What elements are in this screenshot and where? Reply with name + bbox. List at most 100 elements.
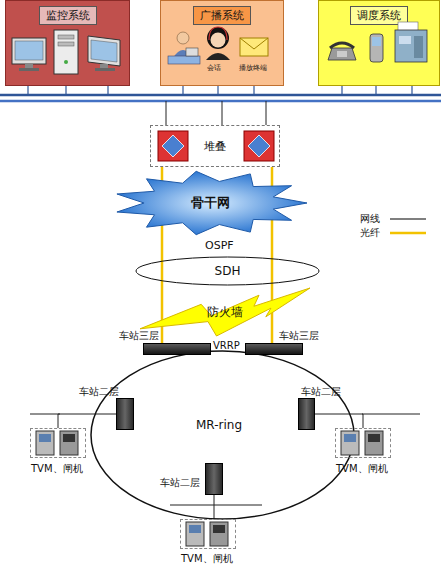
legend-sample — [390, 232, 426, 235]
stack-wire — [266, 101, 267, 125]
computer-tower-icon — [54, 30, 78, 74]
tvm-gate-icon — [210, 522, 228, 546]
monitor-icon — [12, 38, 46, 64]
drop-wire — [27, 86, 28, 95]
system-box: 调度系统 — [318, 0, 440, 86]
tvm-gate-icon — [63, 434, 75, 442]
firewall-bolt: 防火墙 — [140, 288, 310, 336]
node-label: TVM、闸机 — [336, 462, 388, 476]
envelope-icon — [240, 38, 268, 56]
drop-wire — [182, 86, 183, 95]
headset-person-icon — [206, 53, 230, 60]
tvm-group: TVM、闸机 — [335, 428, 391, 458]
operator-icon — [168, 56, 200, 64]
tvm-gate-icon — [189, 525, 201, 533]
drop-wire — [65, 86, 66, 95]
telephone-icon — [328, 43, 356, 60]
system-title: 广播系统 — [193, 6, 251, 25]
legend-text: 网线 — [360, 213, 380, 224]
envelope-icon — [240, 38, 268, 56]
node-label: 防火墙 — [207, 304, 243, 321]
operator-icon — [177, 32, 189, 44]
drop-wire — [217, 86, 218, 95]
legend-sample — [390, 219, 426, 233]
operator-icon — [186, 48, 198, 56]
tvm-group: TVM、闸机 — [30, 428, 86, 458]
node-label: 堆叠 — [204, 139, 226, 154]
drop-wire — [341, 86, 342, 95]
computer-tower-icon — [64, 60, 68, 64]
monitor-icon — [100, 64, 108, 68]
monitor-icon — [19, 68, 39, 71]
monitor-icon — [91, 40, 117, 62]
node-label: TVM、闸机 — [181, 552, 233, 565]
legend-entry: 光纤 — [360, 226, 380, 240]
tvm-gate-icon — [39, 434, 51, 442]
legend-entry: 网线 — [360, 212, 380, 226]
tvm-gate-icon — [341, 431, 359, 455]
envelope-icon — [240, 38, 268, 49]
free-label: 播放终端 — [239, 63, 267, 73]
tvm-gate-icon — [36, 431, 383, 546]
tvm-gate-icon — [36, 431, 54, 455]
cable-link — [214, 495, 215, 519]
cable-link — [58, 414, 116, 428]
l3-switch: 车站三层 — [143, 343, 211, 355]
ellipse-shape — [91, 351, 354, 519]
system-title: 监控系统 — [39, 6, 97, 25]
monitor-icon — [88, 36, 120, 66]
node-label: 车站二层 — [79, 385, 119, 399]
tvm-gate-icon — [186, 522, 204, 546]
telephone-icon — [328, 48, 356, 60]
system-box: 监控系统 — [5, 0, 130, 86]
l2-switch: 车站二层 — [298, 398, 315, 430]
branch-wire — [170, 505, 262, 506]
fax-icon — [414, 36, 423, 58]
stack-group: 堆叠 — [150, 125, 280, 167]
core-switch-icon — [244, 131, 274, 161]
mobile-phone-icon — [372, 37, 381, 46]
computer-tower-icon — [58, 42, 74, 46]
computer-tower-icon — [54, 30, 78, 74]
core-switch-icon — [158, 131, 188, 161]
monitor-icon — [12, 38, 46, 71]
system-box: 广播系统 — [160, 0, 284, 86]
backbone-cloud: 骨干网 — [112, 170, 308, 236]
free-label: OSPF — [205, 239, 234, 252]
node-label: 车站三层 — [279, 329, 319, 343]
core-switch-icon — [162, 135, 184, 157]
drop-wire — [375, 86, 376, 95]
stack-wire — [166, 101, 266, 125]
mobile-phone-icon — [370, 34, 383, 62]
operator-icon — [173, 50, 193, 58]
headset-person-icon — [207, 27, 229, 49]
monitor-icon — [88, 36, 120, 71]
tvm-gate-icon — [365, 431, 383, 455]
node-label: 车站二层 — [301, 385, 341, 399]
node-label: 骨干网 — [191, 194, 230, 212]
mobile-phone-icon — [370, 34, 383, 62]
headset-person-icon — [211, 33, 226, 48]
stack-wire — [222, 101, 223, 125]
cloud-shape — [117, 171, 307, 234]
headset-person-icon — [206, 27, 230, 60]
node-label: SDH — [215, 264, 241, 278]
drop-wire — [107, 86, 108, 95]
fax-icon — [395, 22, 427, 62]
free-label: 会话 — [207, 63, 221, 73]
system-title: 调度系统 — [350, 6, 408, 25]
monitor-icon — [25, 64, 33, 68]
operator-icon — [168, 32, 200, 64]
sdh-ellipse: SDH — [135, 256, 320, 286]
monitor-icon — [95, 68, 115, 71]
l3-switch: 车站三层 — [245, 343, 303, 355]
free-label: VRRP — [213, 340, 240, 351]
branch-wire — [30, 414, 420, 505]
stack-wire — [166, 101, 167, 125]
telephone-icon — [330, 43, 354, 48]
fax-icon — [398, 22, 418, 32]
node-label: 车站三层 — [119, 329, 159, 343]
node-label: 车站二层 — [160, 476, 200, 490]
